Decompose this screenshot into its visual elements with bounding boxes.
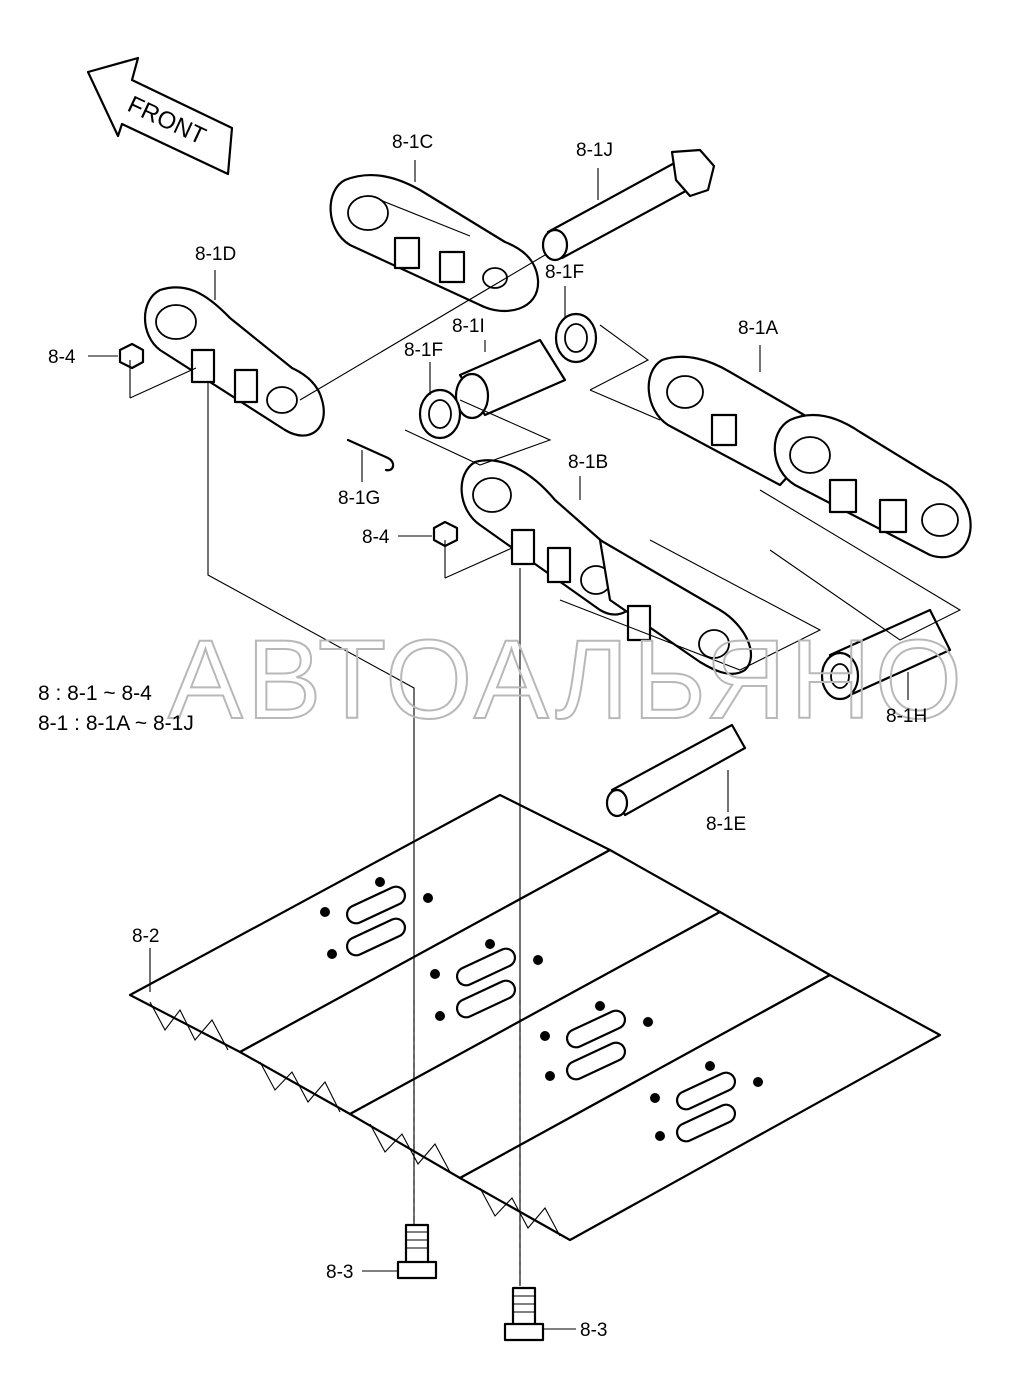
link-8-1c	[329, 174, 540, 313]
assembly-lines	[88, 160, 962, 1330]
label-8-1f-left: 8-1F	[404, 340, 443, 361]
seal-8-1f-left	[418, 388, 462, 440]
link-8-1d	[143, 286, 325, 437]
label-8-1b: 8-1B	[568, 452, 608, 473]
bushing-8-1h	[820, 608, 952, 701]
label-8-1h: 8-1H	[886, 706, 927, 727]
cotter-pin-8-1g	[346, 438, 395, 472]
front-arrow: FRONT	[86, 56, 234, 176]
label-8-3-left: 8-3	[326, 1262, 353, 1283]
label-8-1g: 8-1G	[338, 488, 380, 509]
label-8-1a: 8-1A	[738, 318, 778, 339]
pin-8-1e	[605, 723, 747, 818]
label-8-1d: 8-1D	[195, 244, 236, 265]
label-8-1e: 8-1E	[706, 814, 746, 835]
link-8-1a	[647, 355, 972, 559]
nut-8-4-top	[118, 342, 145, 370]
track-shoes-8-2	[128, 793, 942, 1242]
label-8-1f-top: 8-1F	[545, 262, 584, 283]
label-8-1i: 8-1I	[452, 316, 485, 337]
seal-8-1f-top	[554, 312, 598, 364]
label-8-1c: 8-1C	[392, 132, 433, 153]
nut-8-4-mid	[432, 520, 459, 548]
label-8-4-top: 8-4	[48, 347, 76, 368]
label-8-2: 8-2	[132, 926, 159, 947]
bushing-8-1i	[454, 338, 567, 420]
legend-line-1: 8 : 8-1 ~ 8-4	[38, 682, 152, 705]
label-8-1j: 8-1J	[576, 140, 613, 161]
watermark: АВТОАЛЬЯНО	[168, 617, 966, 742]
pin-8-1j	[541, 148, 716, 262]
link-8-1b	[460, 459, 753, 675]
legend-line-2: 8-1 : 8-1A ~ 8-1J	[38, 712, 194, 735]
bolt-8-3-right	[503, 1286, 545, 1342]
bolt-8-3-left	[396, 1223, 438, 1280]
label-8-3-right: 8-3	[580, 1320, 607, 1341]
label-8-4-mid: 8-4	[362, 527, 390, 548]
